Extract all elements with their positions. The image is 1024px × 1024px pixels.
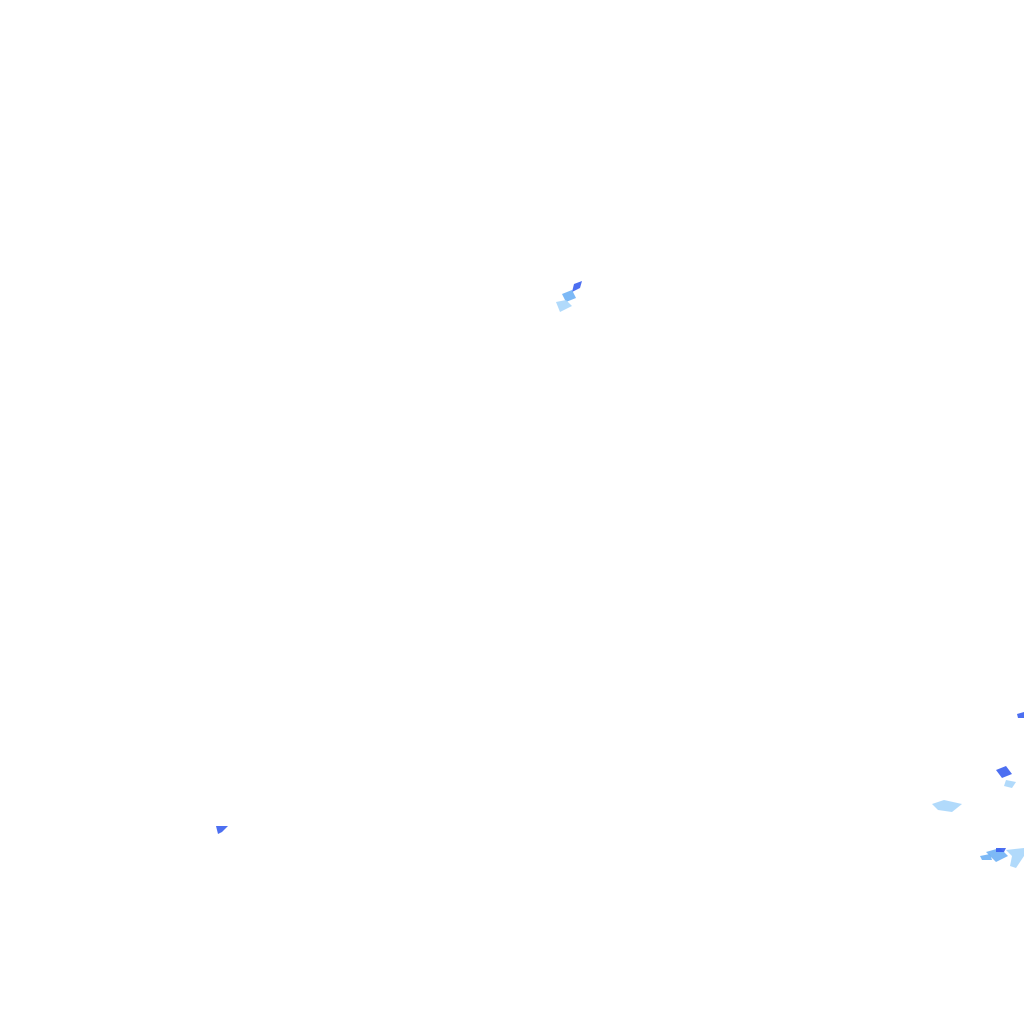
echo-cluster-east: [932, 712, 1024, 868]
precip-echo: [996, 766, 1012, 778]
echo-cluster-north: [556, 281, 582, 312]
precip-echo: [556, 300, 572, 312]
precip-echo: [932, 800, 962, 812]
precip-echo: [572, 281, 582, 292]
precip-echo: [996, 848, 1006, 852]
precip-echo: [216, 826, 228, 834]
precip-echo: [562, 290, 576, 302]
echo-cell-southwest: [216, 826, 228, 834]
precip-echo: [980, 854, 992, 860]
precip-echo: [1017, 712, 1024, 718]
precip-echo: [1006, 848, 1024, 868]
precip-echo: [1004, 780, 1016, 788]
